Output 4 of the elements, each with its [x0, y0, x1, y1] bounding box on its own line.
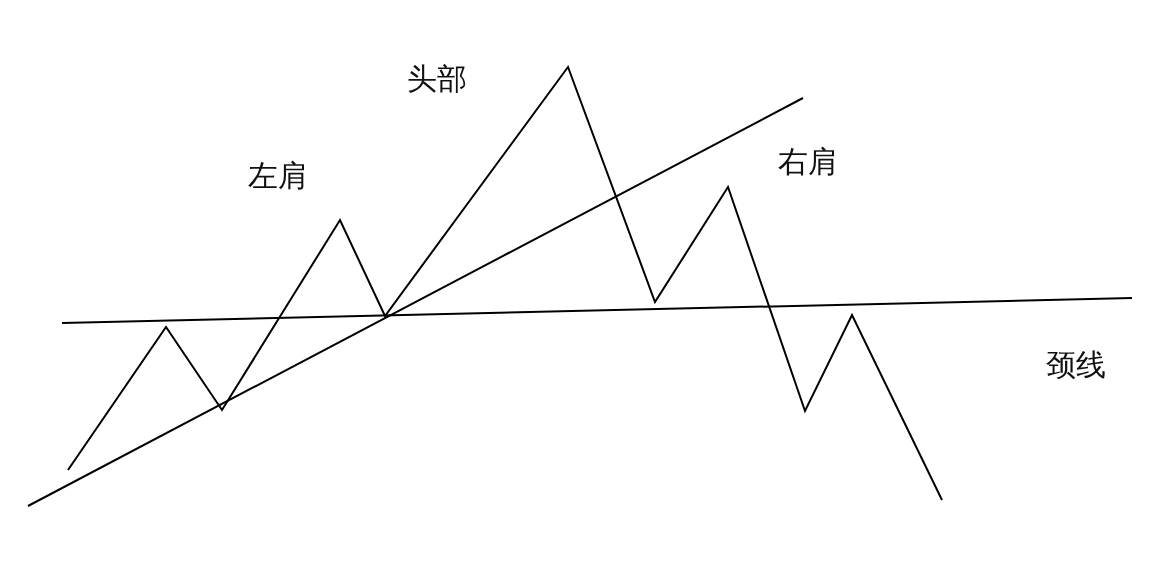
pattern-label: 头部 — [407, 64, 467, 94]
pattern-label: 颈线 — [1046, 350, 1106, 380]
pattern-label: 左肩 — [248, 161, 308, 191]
pattern-label: 右肩 — [778, 147, 838, 177]
